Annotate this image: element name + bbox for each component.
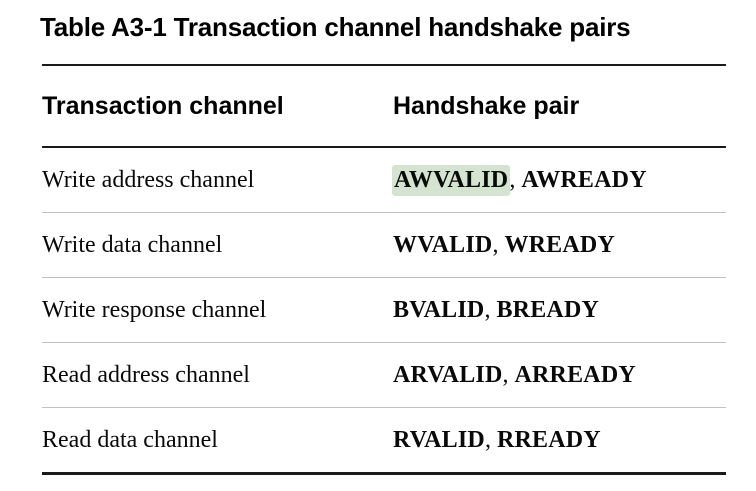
cell-handshake-pair: WVALID, WREADY [393,213,726,278]
cell-transaction-channel: Write address channel [42,167,255,193]
signal-separator: , [509,167,522,193]
table-row: Write data channel WVALID, WREADY [42,213,726,278]
signal-separator: , [502,362,515,388]
signal-ready: ARREADY [514,362,636,388]
signal-ready: WREADY [504,232,615,258]
signal-separator: , [484,297,497,323]
cell-transaction-channel: Write response channel [42,297,267,323]
signal-separator: , [484,427,497,453]
table-header-row: Transaction channel Handshake pair [42,65,726,147]
signal-valid: ARVALID [393,362,503,388]
cell-transaction-channel: Write data channel [42,232,223,258]
table-row: Write response channel BVALID, BREADY [42,278,726,343]
table-header: Transaction channel Handshake pair [42,65,726,147]
table-body: Write address channel AWVALID, AWREADY W… [42,147,726,474]
cell-handshake-pair: BVALID, BREADY [393,278,726,343]
signal-valid: WVALID [393,232,493,258]
cell-handshake-pair: RVALID, RREADY [393,408,726,474]
handshake-pairs-table: Transaction channel Handshake pair Write… [42,64,726,475]
signal-ready: RREADY [496,427,601,453]
cell-handshake-pair: ARVALID, ARREADY [393,343,726,408]
cell-transaction-channel: Read data channel [42,427,218,453]
table-container: Transaction channel Handshake pair Write… [42,64,726,475]
table-row: Read data channel RVALID, RREADY [42,408,726,474]
signal-separator: , [492,232,505,258]
column-header-handshake-pair: Handshake pair [393,92,580,120]
signal-ready: AWREADY [521,167,647,193]
cell-transaction-channel: Read address channel [42,362,250,388]
table-row: Write address channel AWVALID, AWREADY [42,147,726,213]
table-row: Read address channel ARVALID, ARREADY [42,343,726,408]
column-header-transaction-channel: Transaction channel [42,92,284,120]
cell-handshake-pair: AWVALID, AWREADY [392,147,726,213]
signal-valid: BVALID [393,297,485,323]
signal-valid: RVALID [393,427,485,453]
table-caption: Table A3-1 Transaction channel handshake… [40,12,631,42]
signal-valid-highlighted: AWVALID [392,165,511,196]
signal-ready: BREADY [496,297,600,323]
